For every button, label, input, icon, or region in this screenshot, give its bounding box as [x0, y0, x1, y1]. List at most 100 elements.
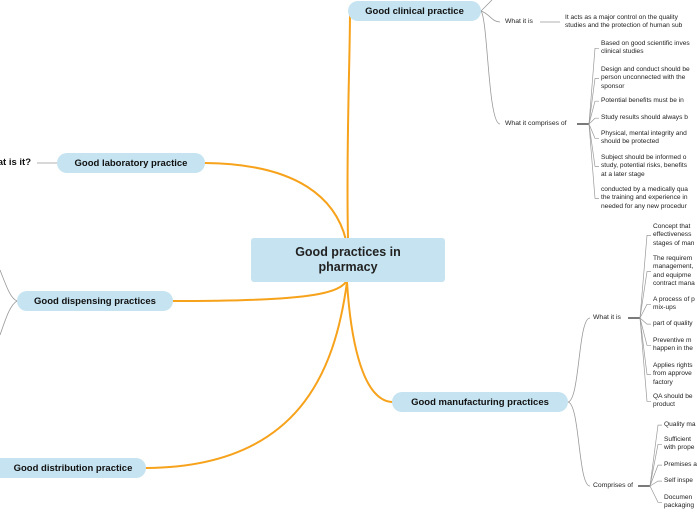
text-line: should be protected	[601, 138, 659, 146]
connector-central-distribution	[145, 281, 348, 469]
connector-manufacturing-comprises-item	[649, 480, 662, 487]
text-line: Study results should always b	[601, 114, 688, 121]
topic-label: Good laboratory practice	[74, 157, 188, 169]
connector-clinical-item	[588, 100, 599, 125]
text-line: from approve	[653, 370, 692, 378]
clinical-what-it-is-text: It acts as a major control on the qualit…	[565, 14, 682, 31]
connector-central-manufacturing	[346, 281, 393, 403]
manufacturing-comprises-label[interactable]: Comprises of	[593, 482, 634, 489]
connector-dispensing-down	[0, 300, 18, 336]
laboratory-what-is-it-node[interactable]: What is it?	[0, 157, 31, 168]
text-line: sponsor	[601, 82, 625, 90]
topic-label: Good manufacturing practices	[411, 396, 549, 408]
topic-good-manufacturing-practices[interactable]: Good manufacturing practices	[392, 392, 568, 412]
central-topic[interactable]: Good practices in pharmacy	[251, 238, 445, 282]
text-line: A process of p	[653, 296, 695, 303]
topic-good-laboratory-practice[interactable]: Good laboratory practice	[57, 153, 205, 173]
connector-clinical-what-it-is	[480, 10, 501, 23]
connector-clinical-item	[588, 78, 599, 125]
text-line: Applies rights	[653, 362, 693, 369]
text-line: with prope	[664, 444, 695, 452]
text-line: Sufficient	[664, 436, 692, 443]
text-line: Design and conduct should be	[601, 66, 690, 73]
text-line: needed for any new procedur	[601, 202, 687, 210]
manufacturing-what-it-is-label[interactable]: What it is	[593, 314, 621, 321]
connector-manufacturing-what-it-is	[567, 317, 591, 403]
connector-clinical-top	[480, 0, 493, 12]
connector-manufacturing-item	[639, 317, 651, 346]
connector-manufacturing-item	[639, 303, 651, 319]
text-line: The requirem	[653, 255, 693, 262]
topic-label: Good clinical practice	[365, 5, 464, 17]
text-line: Preventive m	[653, 337, 692, 344]
connector-clinical-item	[588, 123, 599, 167]
text-line: person unconnected with the	[601, 74, 686, 82]
connector-clinical-item	[588, 123, 599, 139]
text-line: mix-ups	[653, 304, 677, 312]
connector-manufacturing-item	[639, 271, 651, 319]
text-line: packaging	[664, 502, 695, 510]
connector-clinical-item	[588, 47, 599, 125]
connector-manufacturing-item	[639, 317, 651, 402]
text-line: stages of man	[653, 239, 695, 247]
text-line: Potential benefits must be in	[601, 97, 684, 104]
manufacturing-comprises-item[interactable]: Premises a	[664, 461, 697, 469]
connector-manufacturing-comprises-item	[649, 443, 662, 487]
manufacturing-comprises-item[interactable]: Self inspe	[664, 477, 693, 485]
text-line: Premises a	[664, 461, 697, 468]
text-line: It acts as a major control on the qualit…	[565, 14, 678, 21]
text-line: Documen	[664, 494, 693, 501]
text-line: happen in the	[653, 345, 693, 353]
text-line: study, potential risks, benefits	[601, 162, 688, 170]
text-line: Self inspe	[664, 477, 693, 484]
text-line: clinical studies	[601, 48, 644, 56]
text-line: part of quality	[653, 320, 693, 327]
connector-manufacturing-comprises	[567, 401, 591, 487]
clinical-what-it-is-label[interactable]: What it is	[505, 18, 533, 25]
topic-good-distribution-practice[interactable]: Good distribution practice	[0, 458, 146, 478]
clinical-comprises-label[interactable]: What it comprises of	[505, 120, 567, 127]
text-line: management,	[653, 263, 694, 271]
text-line: conducted by a medically qua	[601, 186, 688, 193]
manufacturing-item[interactable]: part of quality	[653, 320, 693, 328]
text-line: product	[653, 401, 675, 409]
text-line: Subject should be informed o	[601, 154, 687, 161]
topic-good-clinical-practice[interactable]: Good clinical practice	[348, 1, 481, 21]
connector-manufacturing-item	[639, 317, 651, 375]
connector-manufacturing-comprises-item	[649, 485, 662, 503]
text-line: contract mana	[653, 279, 695, 287]
topic-label: Good dispensing practices	[34, 295, 156, 307]
connector-dispensing-up	[0, 269, 18, 302]
text-line: Quality ma	[664, 421, 696, 428]
central-topic-label: Good practices in pharmacy	[295, 245, 401, 274]
text-line: Physical, mental integrity and	[601, 130, 687, 137]
text-line: the training and experience in	[601, 194, 688, 202]
text-line: Concept that	[653, 223, 691, 230]
clinical-item[interactable]: Study results should always b	[601, 114, 688, 122]
connector-manufacturing-item	[639, 317, 651, 325]
clinical-item[interactable]: Potential benefits must be in	[601, 97, 684, 105]
node-label: What is it?	[0, 157, 31, 168]
connector-clinical-item	[588, 123, 599, 199]
connector-manufacturing-comprises-item	[649, 464, 662, 487]
text-line: at a later stage	[601, 170, 645, 178]
connector-central-dispensing	[172, 281, 347, 302]
connector-manufacturing-comprises-item	[649, 424, 662, 487]
manufacturing-comprises-item[interactable]: Quality ma	[664, 421, 696, 429]
topic-good-dispensing-practices[interactable]: Good dispensing practices	[17, 291, 173, 311]
